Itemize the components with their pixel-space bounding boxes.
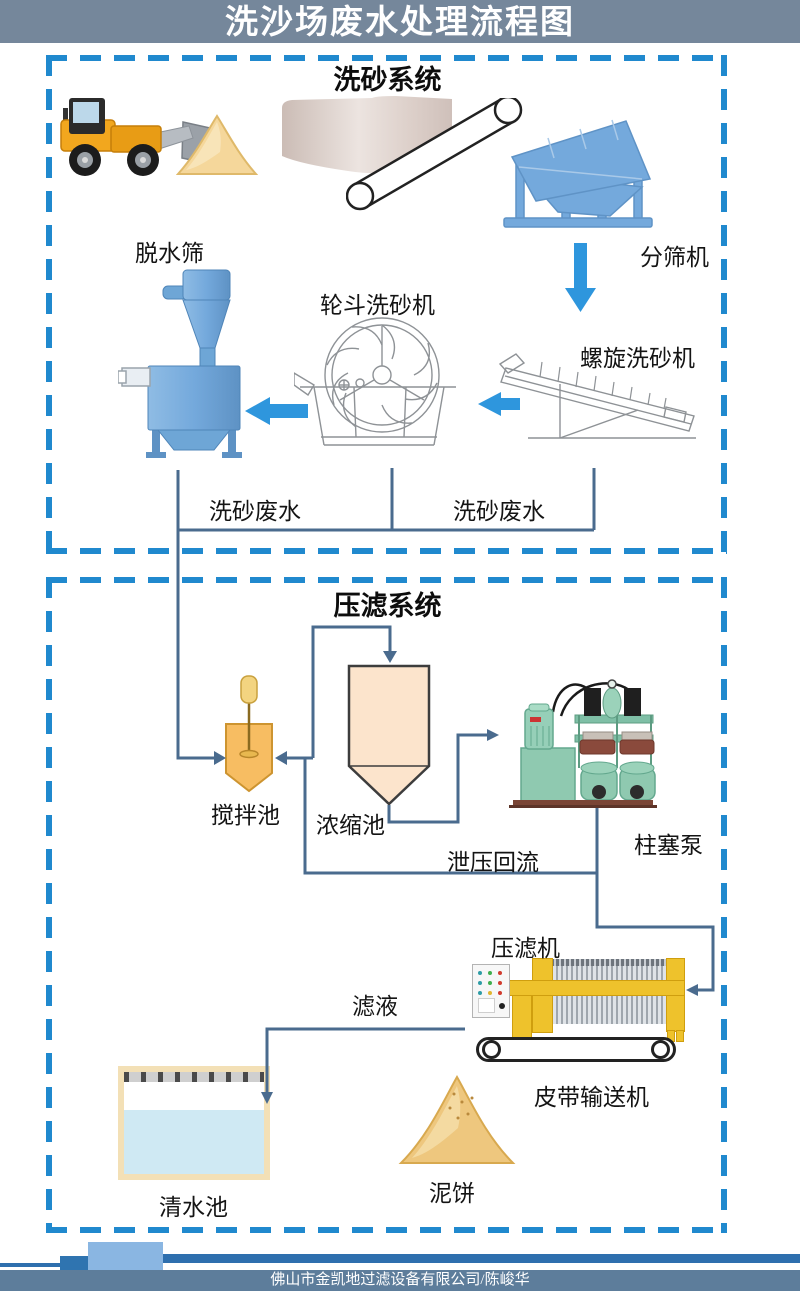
- clean-water-pool-illustration: [118, 1066, 270, 1180]
- belt-conveyor-illustration: [476, 1037, 676, 1062]
- wash-section-border-left: [46, 55, 52, 554]
- mixing-tank-illustration: [225, 675, 273, 793]
- press-section-border-left: [46, 577, 52, 1233]
- filter-press-plate-caps: [551, 959, 666, 966]
- label-belt-conveyor: 皮带输送机: [534, 1084, 649, 1110]
- belt-roller: [651, 1040, 670, 1059]
- arrowhead: [275, 751, 287, 765]
- filter-press-leg: [676, 1030, 684, 1042]
- press-section-title: 压滤系统: [333, 591, 442, 621]
- belt-roller: [482, 1040, 501, 1059]
- label-pressure-relief-return: 泄压回流: [447, 849, 539, 875]
- label-mud-cake: 泥饼: [429, 1180, 475, 1206]
- spiral-washer-illustration: [498, 353, 696, 439]
- mud-cake-pile-illustration: [398, 1074, 516, 1164]
- label-wastewater-right: 洗砂废水: [453, 498, 545, 524]
- wash-section-border-top: [46, 55, 727, 61]
- footer-accent-line: [0, 1263, 60, 1267]
- filter-press-control-panel: [472, 964, 510, 1018]
- title-bar: 洗沙场废水处理流程图: [0, 0, 800, 43]
- label-clean-water-pool: 清水池: [159, 1194, 228, 1220]
- label-mixing-tank: 搅拌池: [211, 802, 280, 828]
- wash-section-title: 洗砂系统: [333, 65, 442, 95]
- footer-accent-rect: [88, 1242, 163, 1270]
- footer-credit: 佛山市金凯地过滤设备有限公司/陈峻华: [270, 1272, 530, 1288]
- pool-grating: [124, 1072, 264, 1082]
- press-section-border-top: [46, 577, 727, 583]
- conveyor-illustration: [346, 98, 523, 211]
- press-section-border-bottom: [46, 1227, 727, 1233]
- label-screening-machine: 分筛机: [640, 244, 709, 270]
- label-plunger-pump: 柱塞泵: [634, 832, 703, 858]
- wheel-loader-illustration: [60, 98, 226, 176]
- label-wheel-washer: 轮斗洗砂机: [320, 292, 435, 318]
- plunger-pump-illustration: [509, 679, 657, 808]
- label-concentration-tank: 浓缩池: [316, 812, 385, 838]
- wash-section-border-bottom: [46, 548, 727, 554]
- label-wastewater-left: 洗砂废水: [209, 498, 301, 524]
- big-arrow-down: [565, 243, 596, 312]
- label-spiral-washer: 螺旋洗砂机: [580, 345, 695, 371]
- label-filtrate: 滤液: [352, 993, 398, 1019]
- press-section-border-right: [721, 577, 727, 1233]
- filter-press-beam: [505, 980, 685, 996]
- sand-pile-illustration: [176, 114, 258, 175]
- wash-section-border-right: [721, 55, 727, 554]
- label-filter-press: 压滤机: [491, 935, 560, 961]
- footer-bar: 佛山市金凯地过滤设备有限公司/陈峻华: [0, 1270, 800, 1291]
- page-title: 洗沙场废水处理流程图: [225, 3, 575, 40]
- footer-accent-square: [60, 1256, 88, 1270]
- arrowhead: [487, 729, 499, 741]
- filter-press-piston: [512, 992, 532, 1040]
- pool-water: [124, 1110, 264, 1174]
- concentration-tank-illustration: [347, 664, 431, 806]
- screening-machine-illustration: [503, 119, 653, 228]
- arrowhead: [383, 651, 397, 663]
- wheel-washer-illustration: [294, 317, 456, 446]
- footer-accent-bar: [163, 1254, 800, 1263]
- label-dewatering-screen: 脱水筛: [135, 240, 204, 266]
- dewatering-screen-illustration: [118, 269, 242, 458]
